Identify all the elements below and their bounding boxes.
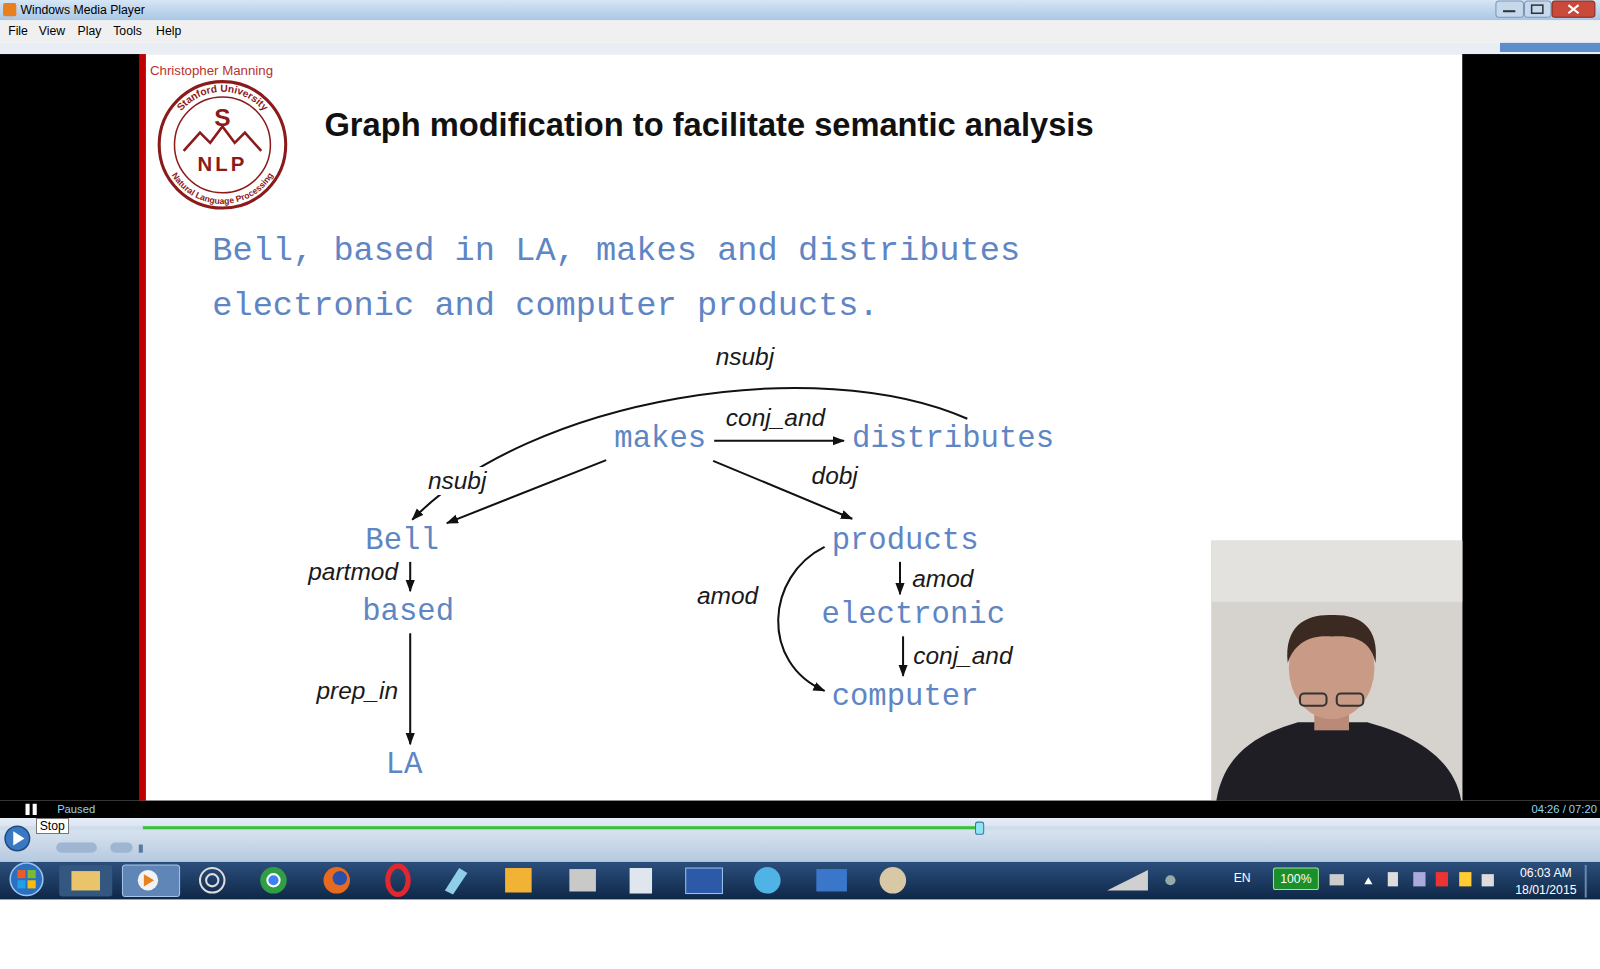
word-text: computer bbox=[832, 680, 979, 714]
language-indicator: EN bbox=[1234, 871, 1251, 885]
menu-item: File bbox=[8, 24, 28, 38]
word-text: LA bbox=[386, 748, 423, 782]
relation-label: nsubj bbox=[425, 467, 490, 495]
dependency-arrow bbox=[902, 636, 904, 676]
window-title: Windows Media Player bbox=[20, 3, 144, 17]
word-text: Bell bbox=[365, 524, 438, 558]
menu-item: Help bbox=[156, 24, 181, 38]
logo-letter: S bbox=[214, 104, 230, 132]
relation-label: conj_and bbox=[910, 642, 1015, 670]
dependency-arrow bbox=[899, 562, 901, 594]
relation-label: prep_in bbox=[313, 677, 401, 705]
author-name: Christopher Manning bbox=[150, 63, 273, 78]
relation-label: amod bbox=[909, 565, 976, 593]
slide-title: Graph modification to facilitate semanti… bbox=[324, 102, 1202, 149]
relation-label: conj_and bbox=[723, 404, 828, 432]
word-text: distributes bbox=[852, 422, 1054, 456]
relation-label: dobj bbox=[809, 462, 861, 490]
graph-word: Bell bbox=[360, 522, 443, 560]
menu-item: View bbox=[39, 24, 65, 38]
tooltip: Stop bbox=[36, 818, 69, 834]
graph-word: LA bbox=[381, 746, 428, 784]
relation-label: nsubj bbox=[713, 343, 778, 371]
graph-word: products bbox=[827, 522, 984, 560]
clock-date: 18/01/2015 bbox=[1515, 883, 1576, 897]
dependency-arrow bbox=[778, 547, 824, 691]
dependency-arrow bbox=[409, 633, 411, 744]
clock-time: 06:03 AM bbox=[1520, 866, 1572, 880]
word-text: makes bbox=[614, 422, 706, 456]
dependency-arrow bbox=[714, 440, 844, 442]
logo-letters: NLP bbox=[198, 153, 248, 176]
graph-word: based bbox=[357, 593, 459, 631]
relation-label: amod bbox=[694, 582, 761, 610]
word-text: based bbox=[362, 595, 454, 629]
battery-level: 100% bbox=[1280, 872, 1311, 886]
graph-word: electronic bbox=[816, 596, 1010, 634]
graph-word: computer bbox=[827, 678, 984, 716]
menu-item: Play bbox=[78, 24, 102, 38]
time-counter: 04:26 / 07:20 bbox=[1531, 803, 1597, 815]
example-sentence: Bell, based in LA, makes and distributes… bbox=[212, 224, 1069, 332]
relation-label: partmod bbox=[305, 558, 401, 586]
graph-word: distributes bbox=[847, 420, 1059, 458]
menu-item: Tools bbox=[113, 24, 142, 38]
logo-ring-text: Natural Language Processing bbox=[170, 171, 275, 206]
status-text: Paused bbox=[57, 803, 95, 815]
dependency-arrow bbox=[409, 562, 411, 591]
graph-word: makes bbox=[609, 420, 711, 458]
word-text: electronic bbox=[821, 598, 1005, 632]
word-text: products bbox=[832, 524, 979, 558]
